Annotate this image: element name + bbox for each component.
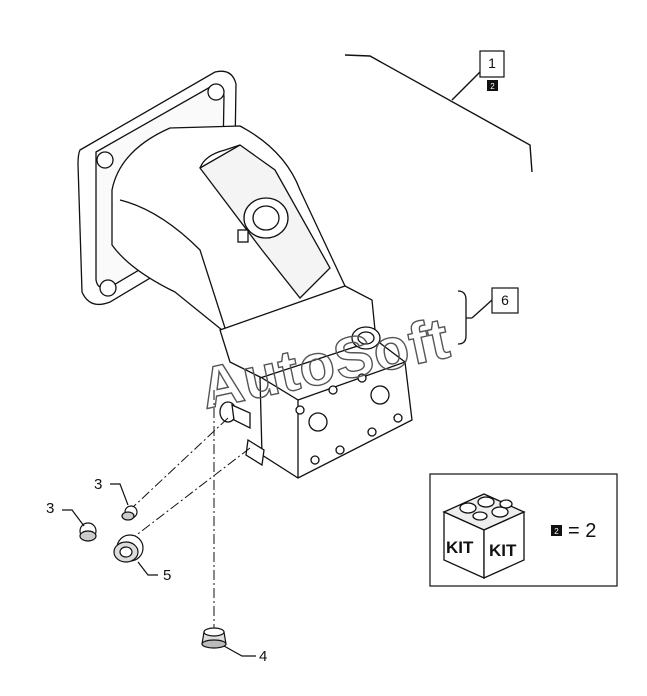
callout-3b-leader <box>110 483 129 506</box>
kit-label-left: KIT <box>446 538 474 557</box>
callout-4-leader <box>223 645 256 657</box>
assembly-lines <box>129 390 251 628</box>
kit-legend-equals: = 2 <box>568 520 596 542</box>
kit-legend-badge-icon <box>551 525 562 536</box>
part-3-plug-upper <box>121 505 138 521</box>
callout-1-badge: 2 <box>490 82 495 91</box>
callout-1-label: 1 <box>488 55 496 71</box>
callout-3a-leader <box>62 509 85 527</box>
callout-4-label: 4 <box>259 648 267 665</box>
part-3-plug-left <box>79 522 97 542</box>
part-4-plug <box>201 627 227 649</box>
callout-6-box: 6 <box>491 287 519 314</box>
callout-3a-label: 3 <box>46 500 54 517</box>
kit-box-icon <box>442 493 526 580</box>
callout-3b-label: 3 <box>94 476 102 493</box>
kit-label-right: KIT <box>489 541 517 560</box>
callout-6-label: 6 <box>501 292 509 308</box>
callout-6-leader <box>457 290 493 345</box>
callout-1-leader <box>344 54 533 173</box>
callout-1-box: 1 2 <box>479 50 505 91</box>
kit-legend: KIT KIT 2 = 2 <box>429 473 618 587</box>
callout-5-leader <box>137 561 158 576</box>
part-5-plug <box>113 534 144 563</box>
kit-legend-badge: 2 <box>554 527 559 536</box>
hydraulic-motor <box>77 70 413 479</box>
kit-badge-icon <box>487 80 498 91</box>
callout-5-label: 5 <box>163 567 171 584</box>
